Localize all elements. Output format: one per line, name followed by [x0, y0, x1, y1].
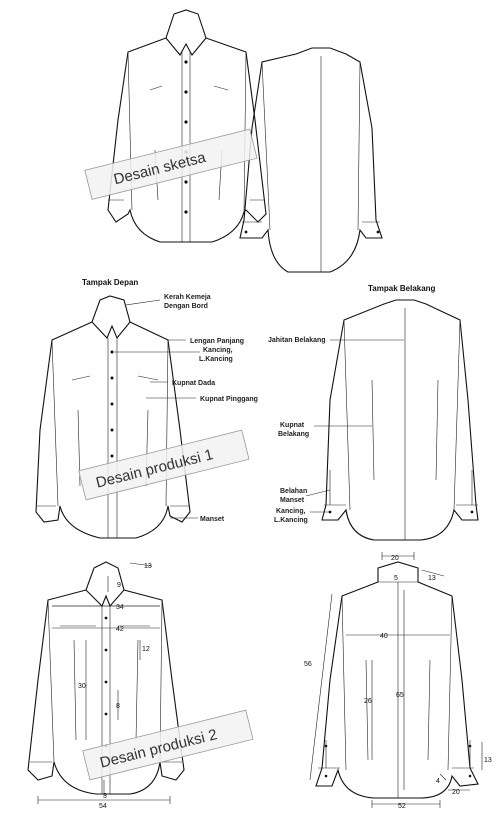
stamp-production-1: Desain produksi 1	[78, 429, 250, 501]
sketch-back-shirt	[239, 47, 383, 273]
callout-back-seam: Jahitan Belakang	[268, 337, 326, 344]
callout-button-line1: Kancing,	[203, 347, 233, 354]
production2-front-shirt	[27, 561, 185, 795]
front-dim-button-spacing: 8	[116, 703, 120, 710]
production1-back-shirt	[321, 299, 479, 541]
callout-back-button-line1: Kancing,	[276, 508, 306, 515]
back-dim-cuff-height: 13	[484, 757, 492, 764]
front-dim-collar-width: 13	[144, 563, 152, 570]
front-dim-collar-stand: 9	[117, 582, 121, 589]
back-dim-back-dart: 26	[364, 698, 372, 705]
production1-front-callouts: Kerah Kemeja Dengan Bord Lengan Panjang …	[164, 294, 258, 523]
back-dim-back-width: 40	[380, 633, 388, 640]
callout-long-sleeve: Lengan Panjang	[190, 338, 244, 345]
production1-front-shirt	[35, 295, 191, 539]
callout-back-dart-line2: Belakang	[278, 431, 309, 438]
back-dim-cuff-width: 20	[452, 789, 460, 796]
callout-bust-dart: Kupnat Dada	[172, 380, 215, 387]
front-dim-hem-gap: 3	[103, 793, 107, 800]
front-dim-shoulder: 34	[116, 604, 124, 611]
back-dim-placket: 4	[436, 778, 440, 785]
production2-back-dimension-lines	[309, 552, 483, 808]
callout-collar-line1: Kerah Kemeja	[164, 294, 211, 301]
stamp-sketch: Desain sketsa	[84, 128, 258, 200]
callout-button-line2: L.Kancing	[199, 356, 233, 363]
front-dim-chest-yoke: 42	[116, 626, 124, 633]
stamp-production-2: Desain produksi 2	[82, 709, 254, 781]
sketch-front-shirt	[107, 9, 267, 243]
front-dim-hem-width: 54	[99, 803, 107, 810]
front-dim-front-length: 30	[78, 683, 86, 690]
production2-back-measurements: 20 5 13 40 56 26 65 13 20 4 52	[304, 555, 492, 810]
production2-back-shirt	[315, 561, 479, 799]
callout-placket-line2: Manset	[280, 497, 305, 504]
back-dim-collar-top: 20	[391, 555, 399, 562]
callout-back-dart-line1: Kupnat	[280, 422, 305, 429]
production1-back-leader-lines	[305, 339, 404, 513]
callout-back-button-line2: L.Kancing	[274, 517, 308, 524]
callout-placket-line1: Belahan	[280, 488, 307, 495]
production1-back-callouts: Jahitan Belakang Kupnat Belakang Belahan…	[268, 337, 326, 524]
front-view-title: Tampak Depan	[82, 278, 138, 287]
callout-waist-dart: Kupnat Pinggang	[200, 396, 258, 403]
production2-front-dimension-lines	[37, 562, 171, 804]
front-dim-dart-length: 12	[142, 646, 150, 653]
production1-front-leader-lines	[114, 299, 200, 519]
back-dim-sleeve-length: 56	[304, 661, 312, 668]
production2-front-measurements: 13 9 34 42 12 30 8 3 54	[78, 563, 152, 810]
callout-collar-line2: Dengan Bord	[164, 303, 208, 310]
back-dim-back-length: 65	[396, 692, 404, 699]
back-dim-hem-width: 52	[398, 803, 406, 810]
callout-cuff: Manset	[200, 516, 225, 523]
sketch-front-buttons	[184, 60, 188, 214]
back-dim-collar-height: 5	[394, 575, 398, 582]
back-dim-collar-side: 13	[428, 575, 436, 582]
back-view-title: Tampak Belakang	[368, 284, 436, 293]
